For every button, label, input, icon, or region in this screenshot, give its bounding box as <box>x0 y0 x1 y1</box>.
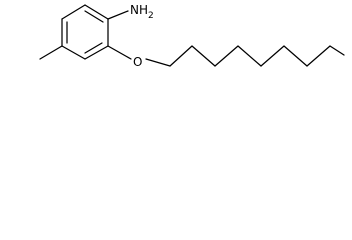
ring-bond <box>84 4 109 20</box>
oxygen-label: O <box>133 55 142 69</box>
bond-oxygen-to-chain <box>145 58 171 67</box>
amine-label: NH2 <box>130 3 154 21</box>
amine-label-subscript: 2 <box>148 11 154 21</box>
bond-ring-to-methyl <box>39 45 63 60</box>
chain-bond <box>191 45 216 67</box>
chain-bond <box>260 45 285 67</box>
benzene-ring <box>61 4 109 60</box>
molecule-structure: NH2 O <box>39 3 345 69</box>
chain-bond <box>169 45 193 67</box>
chain-bond <box>329 45 345 56</box>
bond-ring-to-oxygen <box>107 45 132 60</box>
ring-double-bond <box>84 10 104 23</box>
chain-bond <box>306 45 331 67</box>
ring-bond <box>61 4 86 20</box>
hexyl-chain <box>169 45 345 67</box>
ring-bond <box>61 45 86 60</box>
chain-bond <box>283 45 308 67</box>
ring-bond <box>84 45 109 60</box>
amine-label-main: NH <box>130 3 148 17</box>
chain-bond <box>237 45 262 67</box>
chain-bond <box>214 45 239 67</box>
ring-double-bond <box>84 42 103 54</box>
bond-ring-to-amine <box>107 10 129 20</box>
